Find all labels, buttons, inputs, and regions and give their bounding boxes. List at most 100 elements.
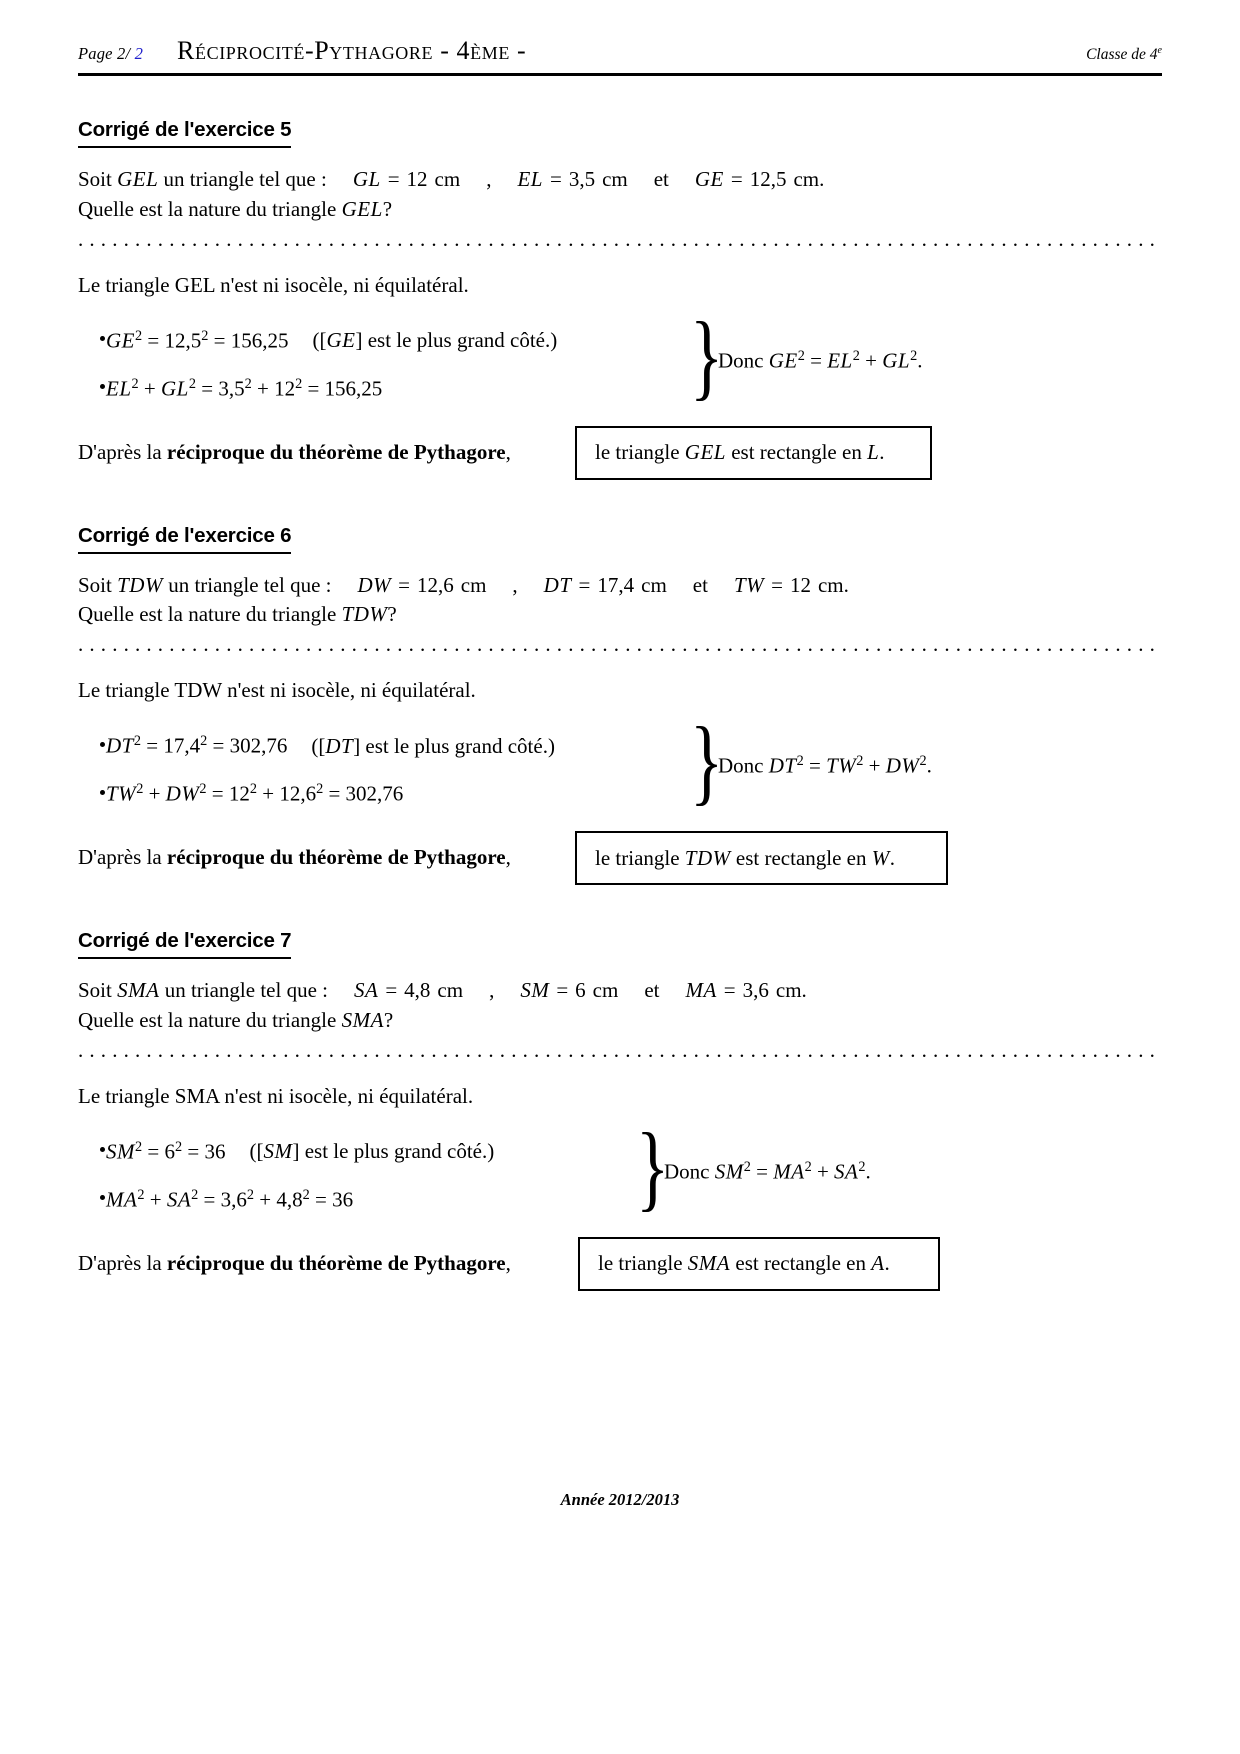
dotted-separator: ........................................…	[78, 232, 1162, 247]
side2-value: 17,4	[597, 572, 635, 597]
donc-line-6: Donc DT2 = TW2 + DW2.	[718, 753, 932, 778]
b1-note-segment: SM	[263, 1139, 293, 1164]
dapres-line-5: D'après la réciproque du théorème de Pyt…	[78, 440, 511, 465]
conclusion-row-7: D'après la réciproque du théorème de Pyt…	[78, 1236, 1162, 1293]
b2-t1: TW	[106, 781, 137, 806]
b1-note: ([SM] est le plus grand côté.)	[249, 1139, 494, 1163]
side1-name: DW	[357, 572, 392, 597]
dapres-bold: réciproque du théorème de Pythagore	[166, 1250, 506, 1275]
side3-eq: =	[723, 978, 736, 1003]
b2-plus: +	[143, 376, 156, 401]
box-triangle: TDW	[684, 845, 731, 870]
donc-end: .	[926, 753, 932, 778]
page-label: Page 2/	[78, 44, 131, 63]
box-pre: le triangle	[595, 440, 680, 465]
side3-name: MA	[685, 978, 717, 1003]
statement-comma: ,	[489, 978, 495, 1003]
header-title: Réciprocité-Pythagore - 4ème -	[177, 36, 527, 65]
b2-eq1-exp: 2	[246, 1186, 255, 1203]
dapres-prefix: D'après la	[78, 1250, 162, 1275]
donc-plus: +	[816, 1159, 829, 1184]
donc-eq: =	[809, 753, 821, 778]
donc-end: .	[865, 1159, 871, 1184]
dapres-comma: ,	[505, 439, 511, 464]
calculation-bullets: DT2 = 17,42 = 302,76([DT] est le plus gr…	[100, 717, 555, 813]
donc-b: MA	[773, 1159, 805, 1184]
b1-eq1: = 17,4	[146, 733, 201, 758]
page-number-current: 2	[134, 44, 144, 63]
donc-eq: =	[756, 1159, 768, 1184]
b1-eq1-exp: 2	[200, 733, 208, 750]
result-box-5: le triangle GEL est rectangle en L.	[575, 425, 932, 480]
donc-plus: +	[868, 753, 881, 778]
nature-line-5: Le triangle GEL n'est ni isocèle, ni équ…	[78, 272, 469, 297]
b2-t1-exp: 2	[131, 375, 139, 392]
bullet-dot-icon	[100, 1147, 105, 1153]
donc-plus: +	[865, 348, 877, 373]
question-mark: ?	[383, 1008, 394, 1033]
b1-eq1-exp: 2	[201, 327, 209, 344]
statement-comma: ,	[486, 167, 492, 191]
b2-eq1-exp: 2	[249, 781, 257, 798]
donc-word: Donc	[718, 753, 764, 778]
exercise-heading-6: Corrigé de l'exercice 6	[78, 524, 292, 554]
side3-name: GE	[694, 167, 724, 191]
b2-eq2-exp: 2	[316, 781, 324, 798]
donc-b: TW	[826, 753, 857, 778]
question-triangle: TDW	[341, 602, 388, 627]
b2-eq1-exp: 2	[244, 375, 252, 392]
dotted-separator: ........................................…	[78, 638, 1162, 653]
donc-c: GL	[882, 348, 911, 373]
b2-eq2: 12	[274, 376, 296, 401]
dotted-separator: ........................................…	[78, 1043, 1162, 1058]
b1-eq1: = 6	[147, 1139, 175, 1164]
b1-lhs-exp: 2	[135, 327, 143, 344]
bullet-line-1: DT2 = 17,42 = 302,76([DT] est le plus gr…	[100, 717, 555, 765]
class-text: Classe de 4	[1086, 46, 1158, 63]
side2-eq: =	[556, 978, 569, 1003]
donc-b-exp: 2	[804, 1158, 812, 1175]
header-class-label: Classe de 4e	[1086, 45, 1162, 64]
statement-et: et	[653, 167, 669, 191]
bullet-line-2: MA2 + SA2 = 3,62 + 4,82 = 36	[100, 1171, 494, 1219]
side3-unit: cm.	[793, 167, 825, 191]
b1-note-segment: GE	[326, 328, 356, 353]
side3-value: 3,6	[742, 978, 769, 1003]
b1-lhs: GE	[106, 328, 135, 353]
calculation-block-5: GE2 = 12,52 = 156,25([GE] est le plus gr…	[78, 307, 1162, 408]
b2-eq3: = 302,76	[328, 781, 404, 806]
b2-t2-exp: 2	[188, 375, 196, 392]
exercise-heading-5: Corrigé de l'exercice 5	[78, 118, 292, 148]
donc-a: SM	[714, 1159, 744, 1184]
statement-et: et	[644, 978, 660, 1003]
bullet-line-1: GE2 = 12,52 = 156,25([GE] est le plus gr…	[100, 312, 557, 360]
b1-note-close: ] est le plus grand côté.)	[353, 733, 555, 758]
dapres-line-7: D'après la réciproque du théorème de Pyt…	[78, 1251, 511, 1276]
conclusion-row-6: D'après la réciproque du théorème de Pyt…	[78, 831, 1162, 887]
box-pre: le triangle	[595, 845, 680, 870]
nature-line-6: Le triangle TDW n'est ni isocèle, ni équ…	[78, 678, 476, 703]
side1-eq: =	[385, 978, 398, 1003]
b1-lhs: DT	[106, 733, 134, 758]
box-mid: est rectangle en	[731, 440, 862, 465]
result-box-7: le triangle SMA est rectangle en A.	[578, 1236, 940, 1291]
donc-end: .	[917, 348, 923, 373]
exercise-block-5: Corrigé de l'exercice 5 Soit GEL un tria…	[78, 118, 1162, 482]
donc-c-exp: 2	[858, 1158, 866, 1175]
side3-eq: =	[730, 167, 743, 191]
b2-eq1: = 3,6	[203, 1187, 247, 1212]
b1-note-open: ([	[249, 1139, 264, 1164]
question-mark: ?	[382, 196, 393, 221]
exercise-block-6: Corrigé de l'exercice 6 Soit TDW un tria…	[78, 524, 1162, 888]
statement-question-line: Quelle est la nature du triangle GEL?	[78, 195, 1162, 225]
donc-a: GE	[768, 348, 798, 373]
b1-note-open: ([	[312, 328, 327, 353]
donc-c: DW	[885, 753, 920, 778]
b2-eq2: 4,8	[276, 1187, 303, 1212]
b2-plus2: +	[256, 376, 269, 401]
b1-lhs-exp: 2	[135, 1138, 143, 1155]
box-end: .	[879, 440, 885, 465]
bullet-dot-icon	[100, 336, 105, 342]
